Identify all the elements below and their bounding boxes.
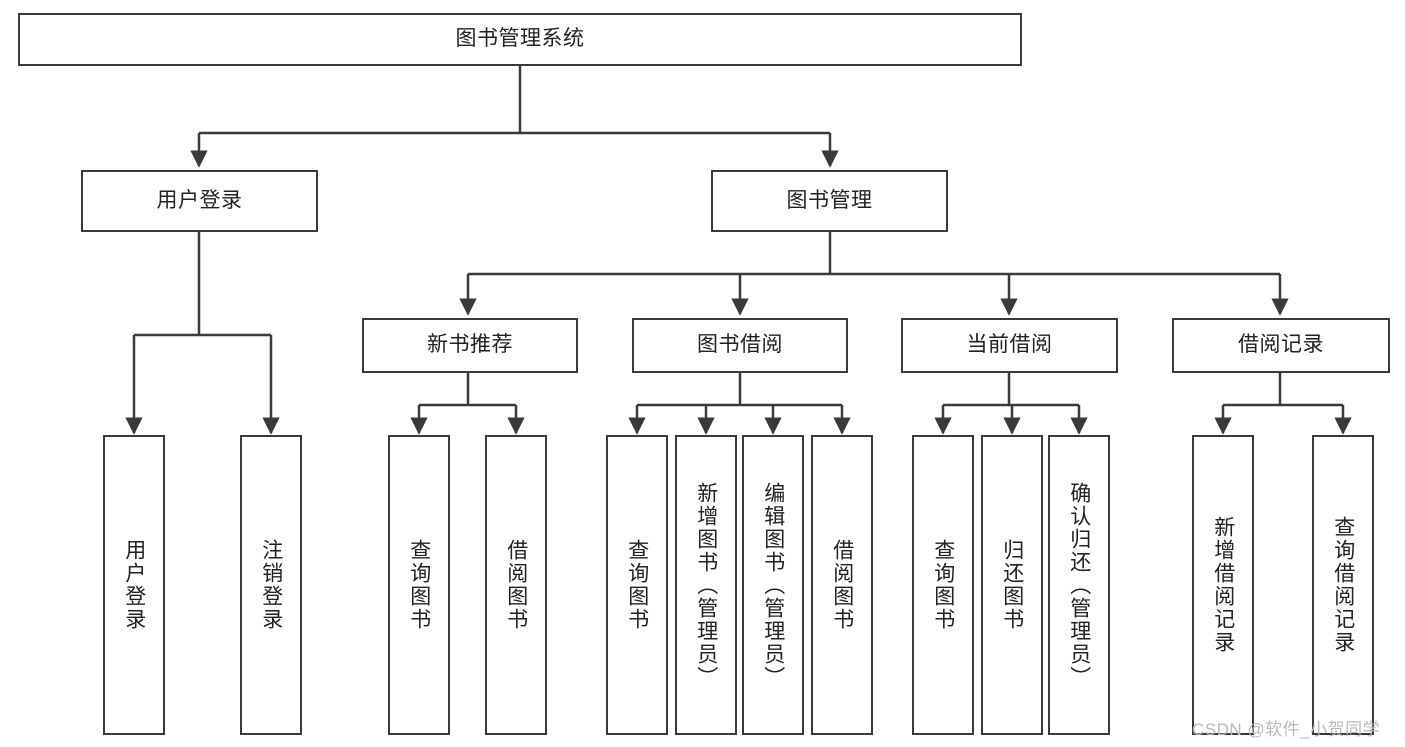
leaf-borrow-record-1[interactable]: 新增借阅记录 xyxy=(1192,435,1254,735)
leaf-user-login-2-label: 注销登录 xyxy=(259,539,283,631)
leaf-book-borrow-2[interactable]: 新增图书（管理员） xyxy=(675,435,737,735)
leaf-current-borrow-1-label: 查询图书 xyxy=(931,539,955,631)
leaf-book-borrow-4[interactable]: 借阅图书 xyxy=(811,435,873,735)
node-current-borrow[interactable]: 当前借阅 xyxy=(901,318,1118,373)
node-book-manage-label: 图书管理 xyxy=(786,188,873,212)
leaf-book-borrow-4-label: 借阅图书 xyxy=(830,539,854,631)
leaf-user-login-1-label: 用户登录 xyxy=(122,539,146,631)
leaf-borrow-record-1-label: 新增借阅记录 xyxy=(1211,516,1235,654)
leaf-new-book-1[interactable]: 查询图书 xyxy=(388,435,450,735)
csdn-watermark: CSDN @软件_小贺同学 xyxy=(1192,720,1381,739)
node-user-login[interactable]: 用户登录 xyxy=(81,170,318,232)
leaf-current-borrow-3[interactable]: 确认归还（管理员） xyxy=(1048,435,1110,735)
leaf-new-book-1-label: 查询图书 xyxy=(407,539,431,631)
leaf-user-login-1[interactable]: 用户登录 xyxy=(103,435,165,735)
leaf-current-borrow-3-label: 确认归还（管理员） xyxy=(1067,481,1091,689)
leaf-book-borrow-3[interactable]: 编辑图书（管理员） xyxy=(742,435,804,735)
leaf-book-borrow-1[interactable]: 查询图书 xyxy=(606,435,668,735)
leaf-book-borrow-3-label: 编辑图书（管理员） xyxy=(761,481,785,689)
node-user-login-label: 用户登录 xyxy=(156,188,243,212)
node-book-manage[interactable]: 图书管理 xyxy=(711,170,948,232)
node-current-borrow-label: 当前借阅 xyxy=(966,333,1053,357)
node-new-book-recommend[interactable]: 新书推荐 xyxy=(362,318,578,373)
node-root[interactable]: 图书管理系统 xyxy=(18,13,1022,66)
node-book-borrow-label: 图书借阅 xyxy=(697,333,783,357)
leaf-new-book-2[interactable]: 借阅图书 xyxy=(485,435,547,735)
leaf-current-borrow-1[interactable]: 查询图书 xyxy=(912,435,974,735)
leaf-book-borrow-1-label: 查询图书 xyxy=(625,539,649,631)
node-book-borrow[interactable]: 图书借阅 xyxy=(632,318,848,373)
node-new-book-recommend-label: 新书推荐 xyxy=(427,333,513,357)
node-root-label: 图书管理系统 xyxy=(455,27,585,51)
leaf-new-book-2-label: 借阅图书 xyxy=(504,539,528,631)
leaf-current-borrow-2-label: 归还图书 xyxy=(1000,539,1024,631)
leaf-user-login-2[interactable]: 注销登录 xyxy=(240,435,302,735)
node-borrow-record-label: 借阅记录 xyxy=(1238,333,1324,357)
leaf-borrow-record-2-label: 查询借阅记录 xyxy=(1331,516,1355,654)
leaf-book-borrow-2-label: 新增图书（管理员） xyxy=(694,481,718,689)
leaf-borrow-record-2[interactable]: 查询借阅记录 xyxy=(1312,435,1374,735)
leaf-current-borrow-2[interactable]: 归还图书 xyxy=(981,435,1043,735)
node-borrow-record[interactable]: 借阅记录 xyxy=(1172,318,1390,373)
